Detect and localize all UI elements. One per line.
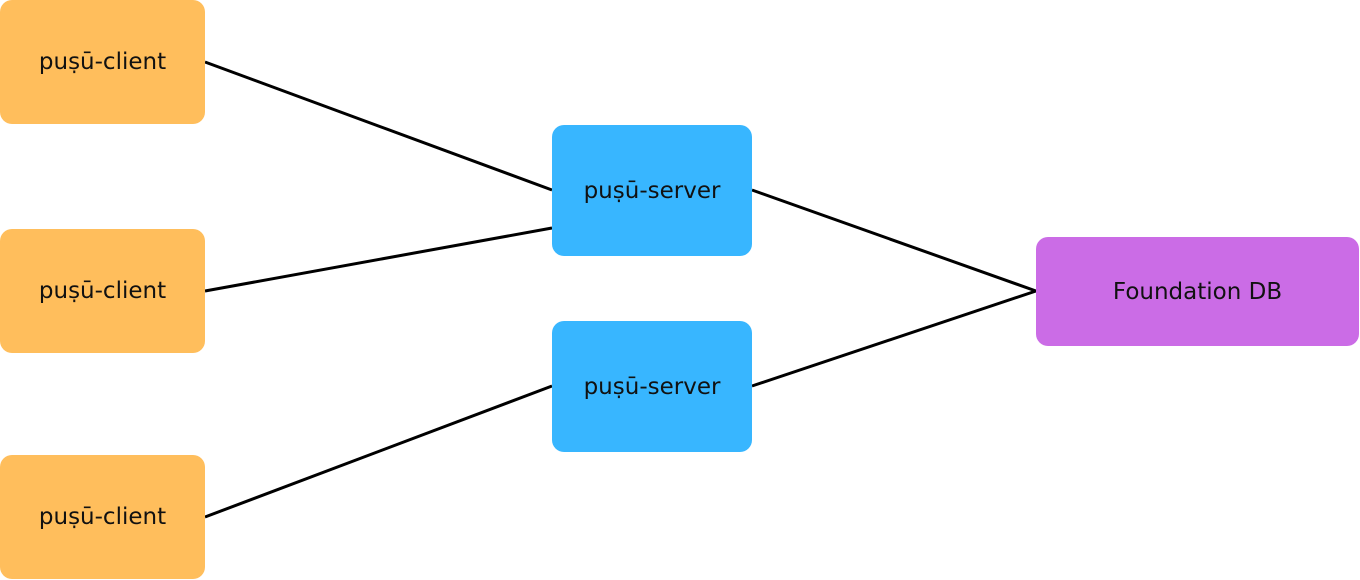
client-label: puṣū-client xyxy=(38,504,167,530)
edge-client2-server1 xyxy=(204,226,553,293)
client-node: puṣū-client xyxy=(0,455,205,579)
server-node: puṣū-server xyxy=(552,321,752,452)
edge-server1-db xyxy=(751,188,1037,293)
client-node: puṣū-client xyxy=(0,229,205,353)
server-node: puṣū-server xyxy=(552,125,752,256)
database-label: Foundation DB xyxy=(1112,278,1283,305)
edge-server2-db xyxy=(751,289,1037,388)
database-node: Foundation DB xyxy=(1036,237,1359,346)
client-label: puṣū-client xyxy=(38,278,167,304)
client-label: puṣū-client xyxy=(38,49,167,75)
server-label: puṣū-server xyxy=(583,177,721,204)
edge-client1-server1 xyxy=(204,60,553,192)
edge-client3-server2 xyxy=(204,384,553,519)
server-label: puṣū-server xyxy=(583,373,721,400)
client-node: puṣū-client xyxy=(0,0,205,124)
